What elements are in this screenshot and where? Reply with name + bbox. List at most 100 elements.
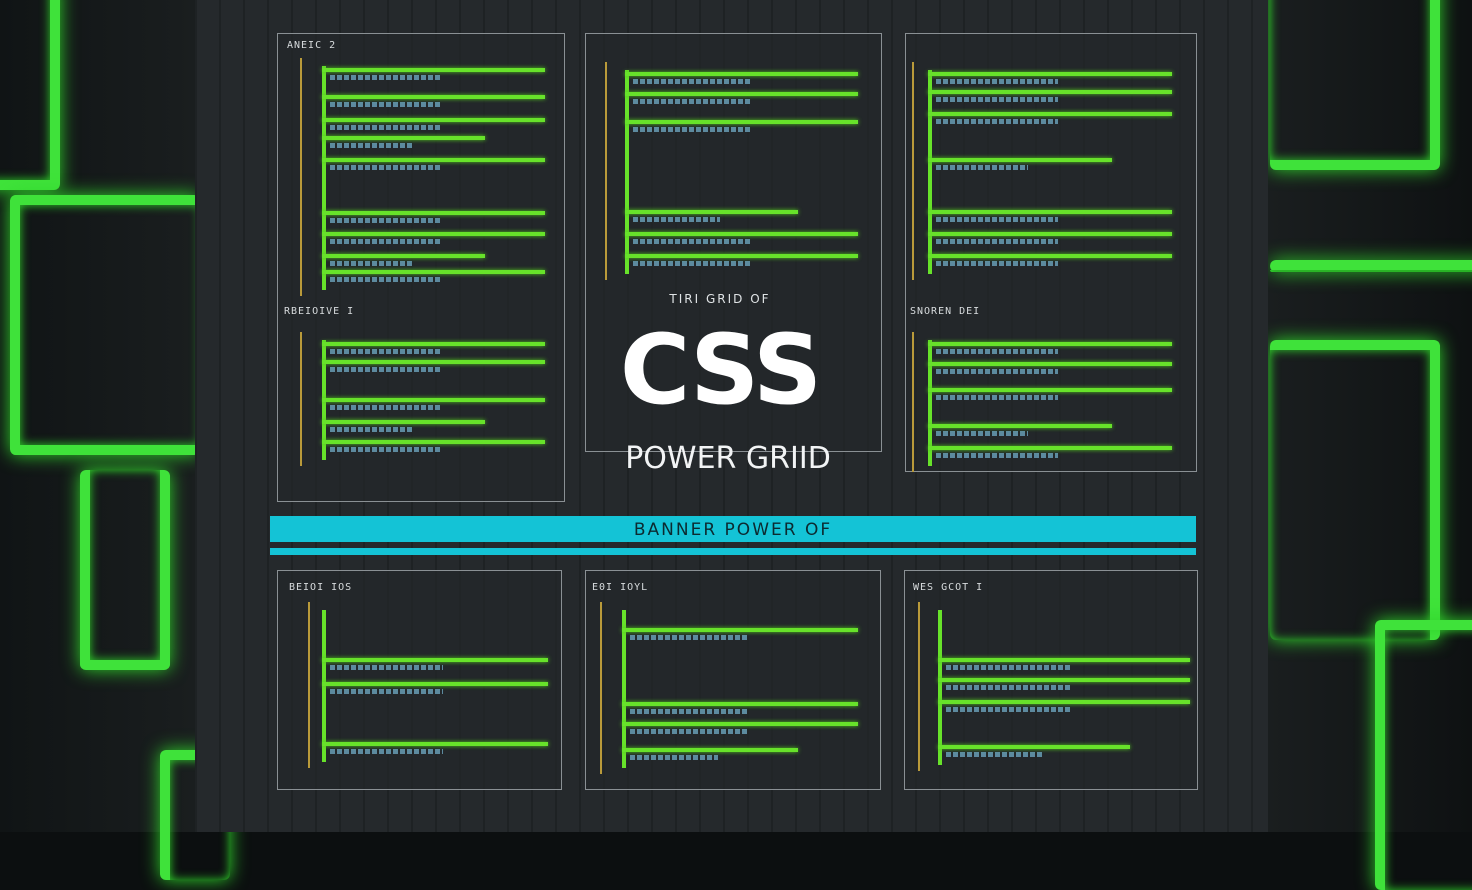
code-glyphs [630,729,748,734]
code-bar [938,658,1190,662]
code-bar [622,702,858,706]
code-glyphs [936,369,1058,374]
code-bar [928,362,1172,366]
code-bar [625,92,858,96]
code-bar [322,68,545,72]
code-bar [322,270,545,274]
code-glyphs [330,239,442,244]
neon-trace [80,470,170,670]
hero-kicker: TIRI GRID OF [669,292,771,306]
hero-title: CSS [619,314,822,426]
code-bar [322,211,545,215]
code-glyphs [633,127,750,132]
code-glyphs [630,755,718,760]
code-glyphs [330,427,412,432]
code-glyphs [946,707,1072,712]
line-gutter [912,332,914,472]
neon-trace [1270,340,1440,640]
neon-trace [1270,0,1440,170]
code-bar [928,158,1112,162]
code-bar [928,342,1172,346]
code-glyphs [936,395,1058,400]
code-glyphs [936,165,1028,170]
code-bar [928,232,1172,236]
code-bar [622,748,798,752]
code-bar [622,722,858,726]
code-bar [928,446,1172,450]
line-gutter [600,602,602,774]
line-gutter [912,62,914,280]
code-bar [928,112,1172,116]
code-glyphs [936,349,1058,354]
code-glyphs [330,143,412,148]
code-bar [928,388,1172,392]
neon-trace [1375,620,1472,890]
code-glyphs [330,689,443,694]
code-bar [322,360,545,364]
line-gutter [300,332,302,466]
code-bar [622,628,858,632]
code-bar [322,95,545,99]
code-glyphs [330,349,442,354]
code-bar [322,742,548,746]
code-glyphs [330,277,442,282]
code-glyphs [633,79,750,84]
code-bar [938,745,1130,749]
line-gutter [300,58,302,296]
code-bar-vertical [928,340,932,466]
neon-trace [0,0,60,190]
code-bar [928,210,1172,214]
banner-stripe [270,548,1196,555]
code-glyphs [936,79,1058,84]
code-bar-vertical [928,70,932,274]
code-glyphs [936,119,1058,124]
code-bar [322,682,548,686]
code-glyphs [633,261,750,266]
code-bar [938,678,1190,682]
code-glyphs [330,102,442,107]
code-glyphs [946,752,1042,757]
code-glyphs [330,165,442,170]
code-glyphs [630,635,748,640]
code-glyphs [946,685,1072,690]
panel-subtitle: RBEIOIVE I [284,306,355,317]
panel-title: BEIOI IOS [289,582,353,593]
left-backdrop [0,0,195,832]
code-bar-vertical [322,66,326,290]
line-gutter [605,62,607,280]
code-bar [322,420,485,424]
code-glyphs [633,99,750,104]
code-glyphs [936,431,1028,436]
code-glyphs [330,405,442,410]
panel-title: ANEIC 2 [287,40,337,51]
code-bar [322,440,545,444]
panel-bottom-middle [585,570,881,790]
panel-title: WES GCOT I [913,582,984,593]
code-bar [322,158,545,162]
code-bar [322,254,485,258]
code-bar [938,700,1190,704]
code-bar [625,232,858,236]
code-bar-vertical [938,610,942,765]
code-glyphs [330,749,443,754]
neon-trace [10,195,200,455]
code-bar [928,424,1112,428]
code-glyphs [936,239,1058,244]
line-gutter [918,602,920,771]
hero-subtitle: POWER GRIID [625,441,831,476]
code-glyphs [630,709,748,714]
code-bar [625,210,798,214]
code-bar [928,254,1172,258]
code-glyphs [330,665,443,670]
code-bar [928,72,1172,76]
code-glyphs [330,218,442,223]
code-glyphs [936,97,1058,102]
code-bar [322,118,545,122]
code-bar [928,90,1172,94]
code-bar [322,136,485,140]
code-glyphs [936,217,1058,222]
code-glyphs [330,125,442,130]
panel-subtitle: SNOREN DEI [910,306,981,317]
banner: BANNER POWER OF [270,516,1196,542]
code-glyphs [330,447,442,452]
